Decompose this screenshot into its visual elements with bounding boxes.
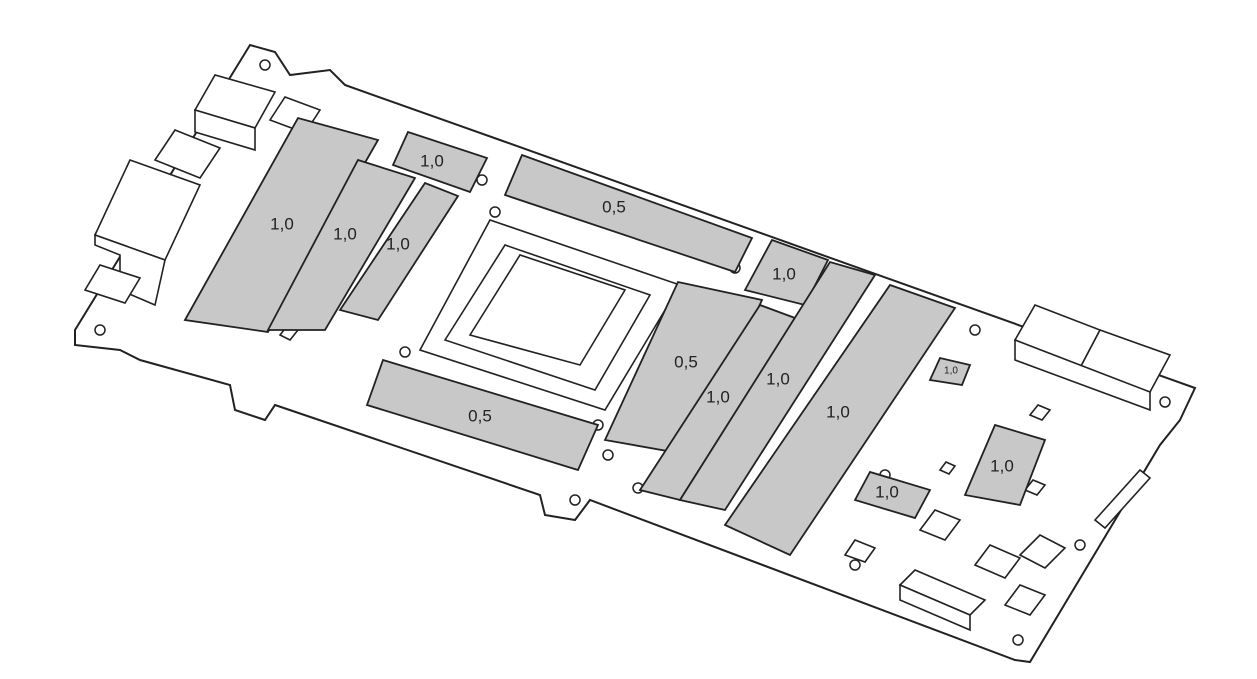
label-pad-vrm-1: 1,0 — [990, 456, 1014, 475]
label-pad-right-small: 1,0 — [772, 264, 796, 283]
thermal-pads — [183, 116, 1047, 557]
pad-left-2 — [266, 158, 417, 331]
label-pad-right-3: 1,0 — [766, 369, 790, 388]
label-pad-right-2: 1,0 — [706, 387, 730, 406]
label-pad-right-4: 1,0 — [826, 402, 850, 421]
pad-vrm-2 — [853, 470, 932, 520]
pad-bottom-wide — [365, 358, 600, 472]
pad-tiny-chip — [928, 356, 972, 386]
pad-right-3 — [678, 260, 877, 512]
label-pad-tiny-chip: 1,0 — [944, 366, 958, 377]
pad-top-small — [391, 130, 489, 194]
pad-vrm-1 — [963, 423, 1047, 507]
label-pad-bottom-wide: 0,5 — [468, 406, 492, 425]
pad-thickness-labels: 1,0 1,0 1,0 1,0 0,5 1,0 0,5 1,0 1,0 1,0 … — [270, 151, 1014, 501]
pad-right-4 — [723, 283, 957, 557]
label-pad-top-wide: 0,5 — [602, 197, 626, 216]
pad-left-1 — [183, 116, 380, 333]
pad-right-small — [743, 238, 830, 307]
pad-left-3 — [338, 181, 460, 322]
label-pad-left-2: 1,0 — [333, 224, 357, 243]
components — [83, 74, 1172, 632]
label-pad-right-1: 0,5 — [674, 352, 698, 371]
label-pad-vrm-2: 1,0 — [875, 482, 899, 501]
label-pad-left-3: 1,0 — [386, 234, 410, 253]
label-pad-left-1: 1,0 — [270, 214, 294, 233]
pad-top-wide — [503, 153, 754, 274]
label-pad-top-small: 1,0 — [420, 151, 444, 170]
gpu-package — [418, 219, 682, 411]
pad-right-1 — [603, 280, 764, 457]
